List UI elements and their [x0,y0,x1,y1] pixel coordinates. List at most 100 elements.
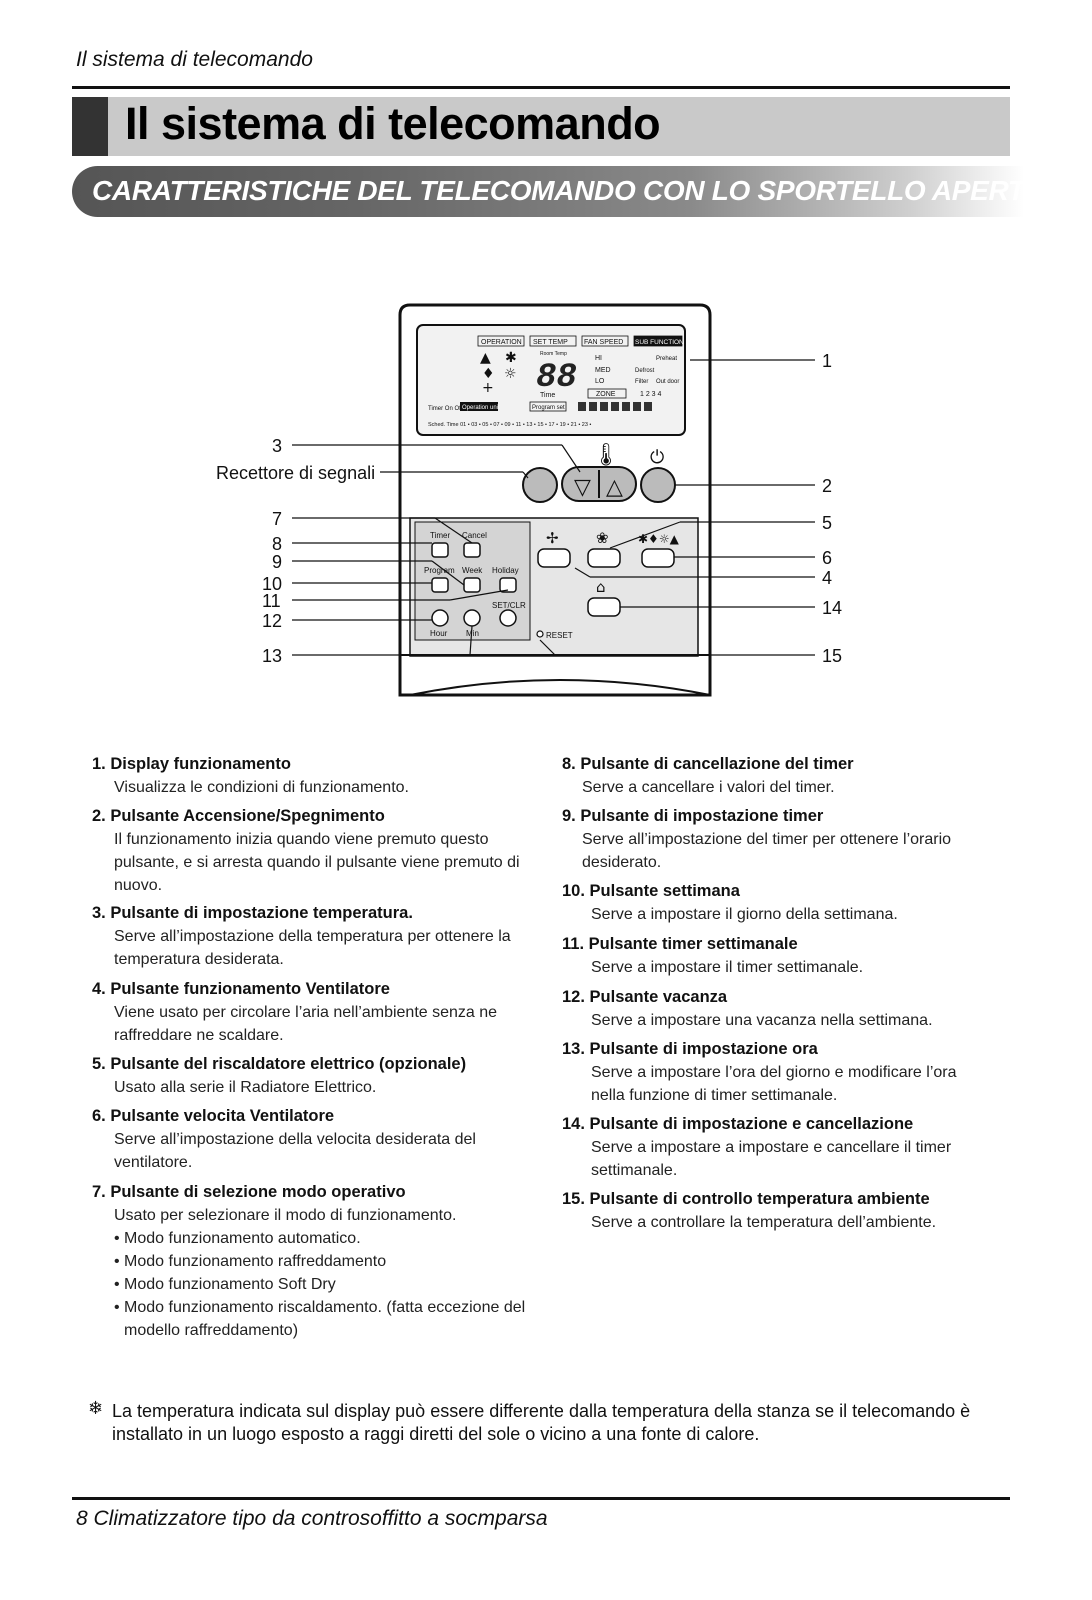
item-2-head: 2. Pulsante Accensione/Spegnimento [92,807,385,825]
item-7: 7. Pulsante di selezione modo operativo … [92,1183,532,1342]
item-1: 1. Display funzionamento Visualizza le c… [92,755,562,799]
program-button [431,577,449,593]
thermometer-icon: 🌡 [592,443,620,468]
title-block [72,97,108,156]
mode-item: • Modo funzionamento Soft Dry [114,1276,336,1293]
hour-button [431,609,449,627]
lcd-mode-icons: ▲✱ ♦☼ + [480,350,517,396]
cancel-label: Cancel [462,531,487,540]
timer-label: Timer [430,531,450,540]
item-5-body: Usato alla serie il Radiatore Elettrico. [114,1079,377,1096]
fan-mode-icon: ✢ [546,529,559,547]
lcd-fan-hi: HI [595,355,602,362]
lcd-label-set-temp: SET TEMP [533,339,568,346]
fan-speed-button [587,548,621,568]
item-1-head: 1. Display funzionamento [92,755,291,773]
holiday-label: Holiday [492,566,519,575]
set-clear-weekly-button [587,597,621,617]
lcd-program-set: Program set [532,405,565,411]
svg-text:✱: ✱ [505,350,517,366]
receiver-label: Recettore di segnali [216,463,375,483]
footer-rule [72,1497,1010,1500]
remote-door [400,654,711,696]
lcd-week-boxes [578,402,652,411]
item-12-body: Serve a impostare una vacanza nella sett… [591,1012,933,1029]
item-11-body: Serve a impostare il timer settimanale. [591,959,864,976]
set-clr-button [499,609,517,627]
item-8: 8. Pulsante di cancellazione del timer S… [562,755,1002,799]
item-10: 10. Pulsante settimana Serve a impostare… [562,882,1002,926]
svg-text:▲: ▲ [480,350,491,366]
min-button [463,609,481,627]
timer-button [431,542,449,558]
item-12-head: 12. Pulsante vacanza [562,988,728,1006]
item-4-head: 4. Pulsante funzionamento Ventilatore [92,980,390,998]
week-label: Week [462,566,483,575]
item-10-body: Serve a impostare il giorno della settim… [591,906,898,923]
section-banner [72,166,1024,217]
lcd-temperature-digits: 88 [536,359,577,397]
lcd-label-sub-function: SUB FUNCTION [635,339,684,346]
week-button [463,577,481,593]
item-8-head: 8. Pulsante di cancellazione del timer [562,755,854,773]
callout-2: 2 [822,476,832,496]
item-5-head: 5. Pulsante del riscaldatore elettrico (… [92,1055,467,1073]
lcd-label-fan-speed: FAN SPEED [584,339,623,346]
item-4: 4. Pulsante funzionamento Ventilatore Vi… [92,980,532,1047]
program-label: Program [424,566,455,575]
heater-icon: ⌂ [596,578,606,596]
receiver-sensor [522,467,558,503]
operation-mode-button [641,548,675,568]
reset-label: RESET [546,631,573,640]
item-14-body: Serve a impostare a impostare e cancella… [591,1139,952,1179]
callout-8: 8 [272,534,282,554]
lcd-defrost: Defrost [635,368,655,374]
callout-4: 4 [822,568,832,588]
item-6: 6. Pulsante velocita Ventilatore Serve a… [92,1107,532,1174]
lcd-preheat: Preheat [656,356,677,362]
item-9-head: 9. Pulsante di impostazione timer [562,807,824,825]
hour-label: Hour [430,629,448,638]
svg-text:+: + [482,380,494,396]
lcd-label-operation: OPERATION [481,339,522,346]
callout-11: 11 [262,591,281,611]
item-1-body: Visualizza le condizioni di funzionament… [114,779,409,796]
item-2: 2. Pulsante Accensione/Spegnimento Il fu… [92,807,532,897]
item-14-head: 14. Pulsante di impostazione e cancellaz… [562,1115,914,1133]
title-bar [72,97,1010,156]
set-clr-label: SET/CLR [492,601,526,610]
callout-9: 9 [272,552,282,572]
callout-13: 13 [262,646,282,666]
fan-mode-button [537,548,571,568]
callout-12: 12 [262,611,282,631]
item-14: 14. Pulsante di impostazione e cancellaz… [562,1115,992,1182]
lcd-operation-unit: Operation unit [462,405,500,411]
temperature-note-text: La temperatura indicata sul display può … [112,1401,971,1444]
lcd-outdoor: Out door [656,379,679,385]
mode-item: • Modo funzionamento raffreddamento [114,1253,387,1270]
mode-list: • Modo funzionamento automatico. • Modo … [92,1227,532,1342]
item-11-head: 11. Pulsante timer settimanale [562,935,798,953]
item-15-body: Serve a controllare la temperatura dell’… [591,1214,937,1231]
item-13-body: Serve a impostare l’ora del giorno e mod… [591,1064,957,1104]
item-13-head: 13. Pulsante di impostazione ora [562,1040,818,1058]
item-5: 5. Pulsante del riscaldatore elettrico (… [92,1055,532,1099]
running-header: Il sistema di telecomando [76,48,313,71]
lcd-time-label: Time [540,392,555,399]
snowflake-icon: ❄ [88,1398,104,1418]
item-7-body: Usato per selezionare il modo di funzion… [114,1207,457,1224]
lcd-filter: Filter [635,379,648,385]
mode-item: • Modo funzionamento automatico. [114,1230,361,1247]
item-15-head: 15. Pulsante di controllo temperatura am… [562,1190,930,1208]
callout-3: 3 [272,436,282,456]
item-9: 9. Pulsante di impostazione timer Serve … [562,807,992,874]
callout-15: 15 [822,646,842,666]
lcd-fan-med: MED [595,367,611,374]
item-6-body: Serve all’impostazione della velocita de… [114,1131,476,1171]
power-icon: ⏻ [650,447,664,468]
temp-up-icon: △ [606,475,623,500]
item-6-head: 6. Pulsante velocita Ventilatore [92,1107,335,1125]
min-label: Min [466,629,479,638]
item-3-head: 3. Pulsante di impostazione temperatura. [92,904,413,922]
temperature-note: La temperatura indicata sul display può … [94,1400,994,1446]
